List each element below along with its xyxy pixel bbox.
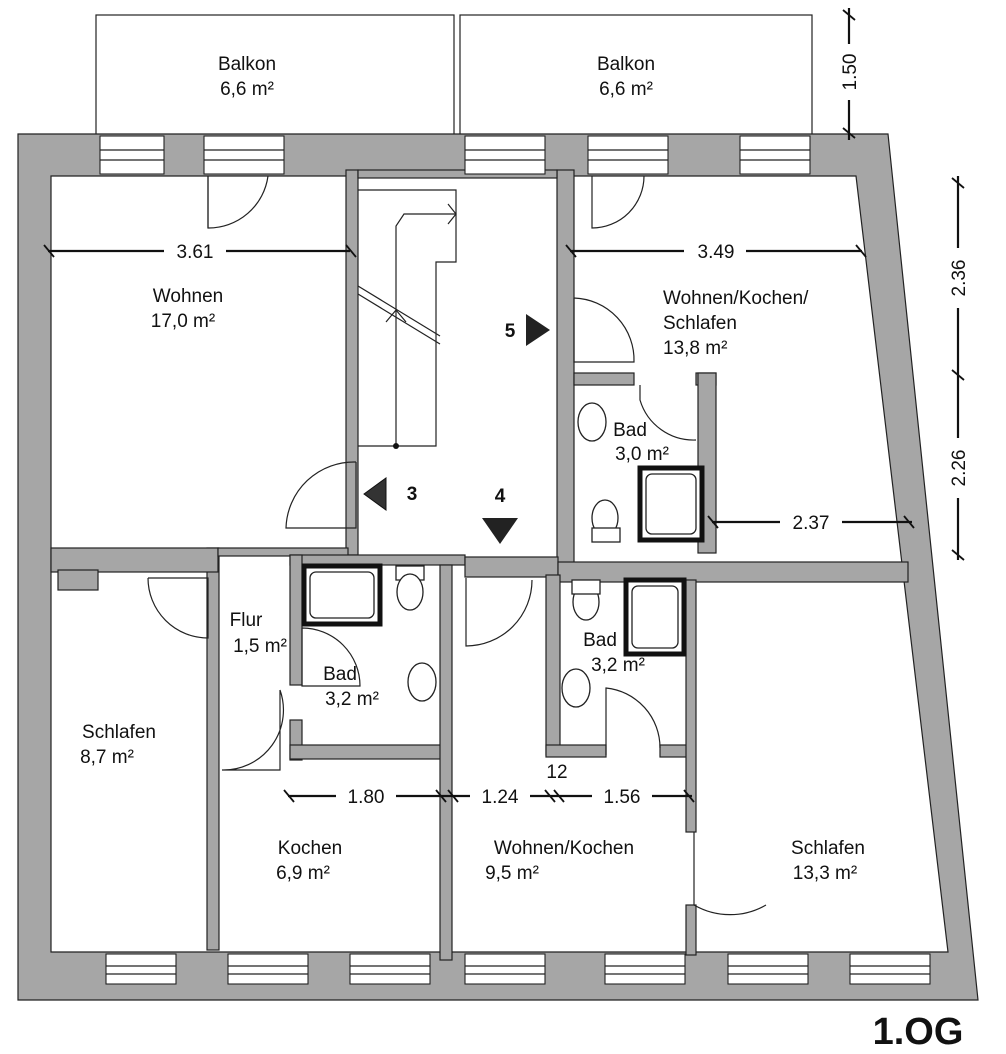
dimension-texts: 3.61 3.49 2.37 1.80 1.24 12 1.56 1.50 2.… (177, 54, 970, 808)
room-flur-name: Flur (230, 610, 263, 631)
staircase (357, 189, 457, 449)
marker-5-label: 5 (505, 321, 516, 342)
sink-upper (577, 402, 607, 442)
balconies (95, 14, 813, 136)
door-schlafen-left (147, 577, 209, 639)
room-bad-center-name: Bad (323, 664, 357, 685)
door-entrance (285, 461, 357, 529)
room-kochen-name: Kochen (278, 838, 342, 859)
room-wohnen-name: Wohnen (153, 286, 223, 307)
marker-3-label: 3 (407, 484, 418, 505)
door-bad-upper (639, 385, 697, 441)
interior-walls (50, 169, 909, 961)
sink-lower (561, 668, 591, 708)
sanitary (301, 402, 705, 708)
entry-markers: 3 4 5 (363, 314, 550, 544)
room-balkon-right-name: Balkon (597, 54, 655, 75)
room-flur-area: 1,5 m² (233, 636, 287, 657)
floor-label: 1.OG (873, 1011, 964, 1053)
room-schlafen-left-area: 8,7 m² (80, 747, 134, 768)
dim-balcony-depth: 1.50 (840, 54, 861, 91)
room-bad-center-area: 3,2 m² (325, 689, 379, 710)
door-balkon-left (207, 175, 269, 229)
marker-4-arrow-icon (482, 518, 518, 544)
room-balkon-left-name: Balkon (218, 54, 276, 75)
room-bad-upper-area: 3,0 m² (615, 444, 669, 465)
windows-top (99, 135, 811, 175)
room-wks-name-line1: Wohnen/Kochen/ (663, 288, 809, 309)
dim-kochen-width: 1.80 (348, 787, 385, 808)
door-wks (573, 297, 635, 363)
room-wohnen-kochen-area: 9,5 m² (485, 863, 539, 884)
room-bad-lower-area: 3,2 m² (591, 655, 645, 676)
room-schlafen-left-name: Schlafen (82, 722, 156, 743)
dim-wk-width: 1.24 (482, 787, 519, 808)
exterior-wall (17, 133, 979, 1001)
dim-wall-thickness: 12 (546, 762, 567, 783)
doors (147, 175, 767, 916)
room-wks-area: 13,8 m² (663, 338, 727, 359)
room-wohnen-kochen-name: Wohnen/Kochen (494, 838, 634, 859)
room-kochen-area: 6,9 m² (276, 863, 330, 884)
door-balkon-right (591, 175, 645, 229)
balcony-right (459, 14, 813, 136)
windows-bottom (105, 953, 931, 985)
room-balkon-left-area: 6,6 m² (220, 79, 274, 100)
room-schlafen-right-name: Schlafen (791, 838, 865, 859)
toilet-center (396, 573, 424, 611)
dim-wohnen-width: 3.61 (177, 242, 214, 263)
dim-bad-to-wall: 2.37 (793, 513, 830, 534)
marker-4-label: 4 (495, 486, 506, 507)
room-bad-upper-name: Bad (613, 420, 647, 441)
room-wks-name-line2: Schlafen (663, 313, 737, 334)
dim-bad-lower-width: 1.56 (604, 787, 641, 808)
sink-center (407, 662, 437, 702)
balcony-left (95, 14, 455, 136)
marker-3-arrow-icon (363, 477, 387, 511)
room-bad-lower-name: Bad (583, 630, 617, 651)
room-wohnen-area: 17,0 m² (151, 311, 215, 332)
room-schlafen-right-area: 13,3 m² (793, 863, 857, 884)
dim-right-lower: 2.26 (949, 450, 970, 487)
door-wohnen-kochen (465, 578, 533, 647)
door-bad-center (301, 627, 361, 687)
room-labels: Balkon 6,6 m² Balkon 6,6 m² Wohnen 17,0 … (80, 54, 865, 884)
door-kochen (221, 689, 285, 771)
room-balkon-right-area: 6,6 m² (599, 79, 653, 100)
dimension-lines (43, 8, 971, 807)
door-bad-lower (605, 687, 661, 755)
dim-wks-width: 3.49 (698, 242, 735, 263)
marker-5-arrow-icon (526, 314, 550, 346)
dim-right-upper: 2.36 (949, 260, 970, 297)
door-schlafen-right (693, 832, 767, 916)
